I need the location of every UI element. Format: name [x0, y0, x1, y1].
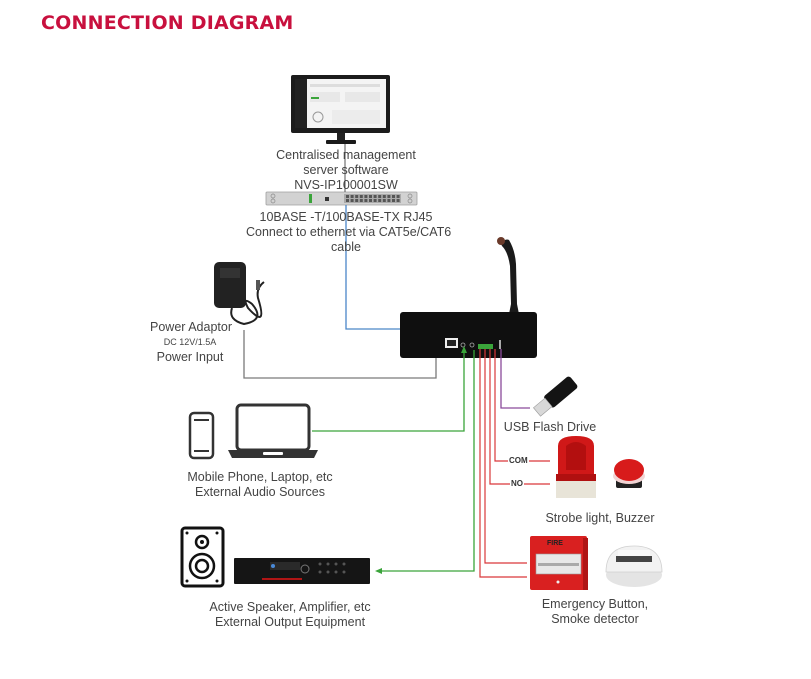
switch-port [355, 199, 359, 202]
switch-port [346, 199, 349, 202]
switch-port [373, 195, 377, 198]
switch-port [378, 195, 382, 198]
server-label: Centralised management server software N… [276, 148, 416, 192]
smoke-detector-icon [605, 545, 663, 587]
usb-flash-drive-icon [533, 376, 578, 417]
switch-port [364, 195, 368, 198]
switch-port [369, 199, 372, 202]
switch-port [392, 199, 395, 202]
buzzer-icon [613, 459, 645, 488]
emergency-label: Emergency Button, Smoke detector [541, 597, 649, 626]
usb-label: USB Flash Drive [503, 420, 597, 434]
switch-port [373, 199, 377, 202]
switch-port [382, 199, 386, 202]
switch-port [359, 199, 363, 202]
audio-output-cable [379, 350, 475, 572]
power-adaptor-icon [214, 262, 265, 326]
network-switch-icon [265, 191, 418, 206]
switch-port [387, 199, 391, 202]
audio-sources-label: Mobile Phone, Laptop, etc External Audio… [187, 470, 333, 499]
switch-port [396, 199, 400, 202]
power-adaptor-label: Power Adaptor DC 12V/1.5A Power Input [150, 320, 232, 364]
switch-port [396, 195, 400, 198]
switch-port [350, 195, 354, 198]
switch-port [378, 199, 382, 202]
com-terminal-label: COM [508, 456, 529, 465]
fire-label: FIRE [547, 540, 563, 547]
switch-port [359, 195, 363, 198]
desktop-microphone-console-icon [400, 237, 537, 358]
output-equipment-label: Active Speaker, Amplifier, etc External … [209, 600, 371, 629]
switch-port [364, 199, 368, 202]
mobile-phone-icon [188, 411, 215, 460]
no-terminal-label: NO [510, 479, 524, 488]
switch-port [382, 195, 386, 198]
amplifier-icon [234, 558, 370, 584]
switch-port [369, 195, 372, 198]
monitor-icon [291, 75, 390, 144]
page-title: CONNECTION DIAGRAM [41, 12, 294, 34]
audio-input-cable [312, 350, 465, 432]
switch-port [355, 195, 359, 198]
laptop-icon [228, 403, 318, 458]
usb-cable [500, 349, 530, 409]
strobe-buzzer-label: Strobe light, Buzzer [545, 511, 655, 525]
switch-port [392, 195, 395, 198]
switch-port [346, 195, 349, 198]
switch-port [350, 199, 354, 202]
speaker-icon [180, 526, 225, 588]
fire-alarm-button-icon [530, 536, 588, 590]
strobe-light-icon [556, 436, 596, 498]
power-cable [243, 330, 437, 379]
switch-label: 10BASE -T/100BASE-TX RJ45 Connect to eth… [246, 210, 452, 254]
switch-port [387, 195, 391, 198]
